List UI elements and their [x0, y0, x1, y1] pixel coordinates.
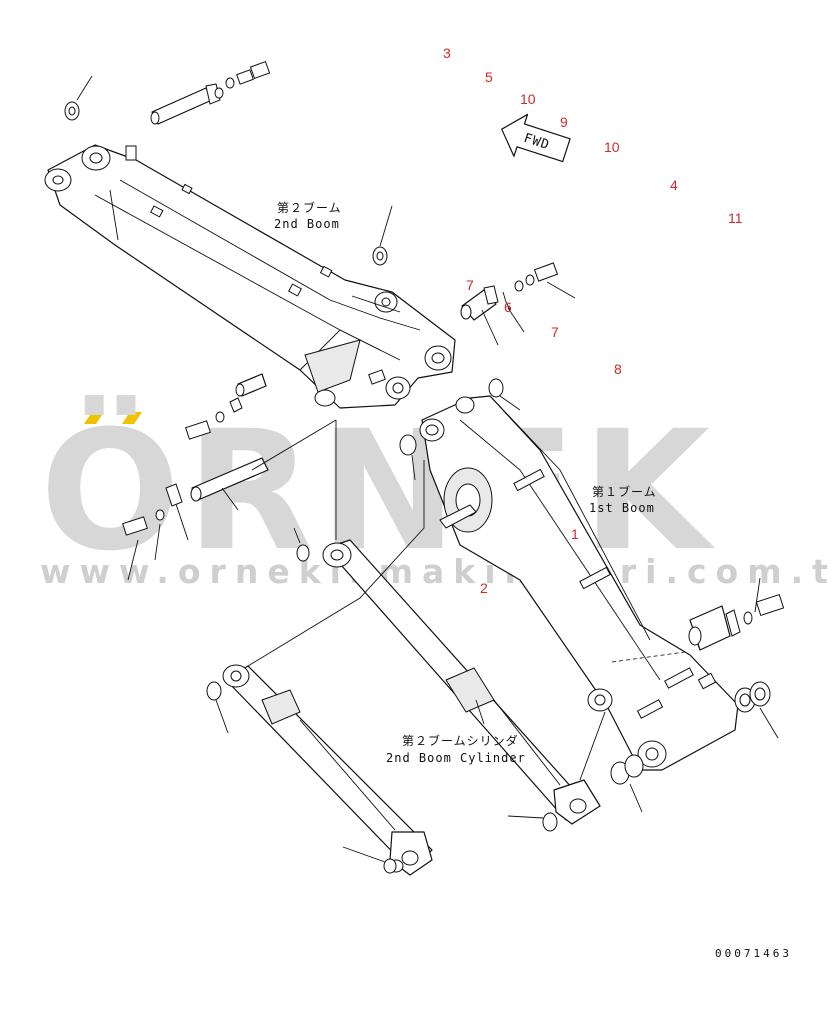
cylinder-label-en: 2nd Boom Cylinder [386, 751, 526, 765]
callout-2: 2 [480, 580, 488, 596]
second-boom-label-en: 2nd Boom [274, 217, 340, 231]
callout-9: 9 [560, 114, 568, 130]
drawing-number: 00071463 [715, 947, 792, 960]
callout-3: 3 [443, 45, 451, 61]
second-boom-label-jp: 第２ブーム [277, 200, 342, 215]
pin-set-right [610, 577, 785, 813]
callout-11: 11 [728, 210, 743, 226]
first-boom-label-jp: 第１ブーム [592, 484, 657, 499]
callout-7-top: 7 [466, 277, 474, 293]
washer-set [293, 378, 521, 562]
callout-10-right: 10 [604, 139, 620, 155]
callout-10-top: 10 [520, 91, 536, 107]
callout-4: 4 [670, 177, 678, 193]
callout-8: 8 [614, 361, 622, 377]
second-boom-cylinder [206, 460, 601, 876]
watermark-umlaut-right [122, 412, 142, 424]
first-boom [419, 395, 739, 781]
first-boom-label-en: 1st Boom [589, 501, 655, 515]
callout-5: 5 [485, 69, 493, 85]
second-boom-body [47, 144, 456, 409]
callout-1: 1 [571, 526, 579, 542]
callout-7-bottom: 7 [551, 324, 559, 340]
callout-6: 6 [504, 299, 512, 315]
fwd-arrow-shape [501, 113, 571, 163]
callout-numbers: 3 5 10 9 10 4 11 7 6 7 8 1 2 [443, 45, 743, 596]
pin-set-boom-joint [372, 205, 576, 346]
watermark-umlaut-left [84, 412, 104, 424]
pin-set-mid-left [122, 373, 337, 581]
fwd-arrow: FWD [501, 113, 571, 163]
second-boom [44, 144, 456, 409]
watermark-url: www.ornekismakinalari.com.tr [40, 552, 834, 591]
pin-set-top-left [64, 60, 271, 125]
cylinder-label-jp: 第２ブームシリンダ [402, 733, 519, 748]
component-labels: 第２ブーム 2nd Boom 第１ブーム 1st Boom 第２ブームシリンダ … [274, 200, 657, 765]
watermark: ÖRNEK www.ornekismakinalari.com.tr [40, 394, 834, 591]
